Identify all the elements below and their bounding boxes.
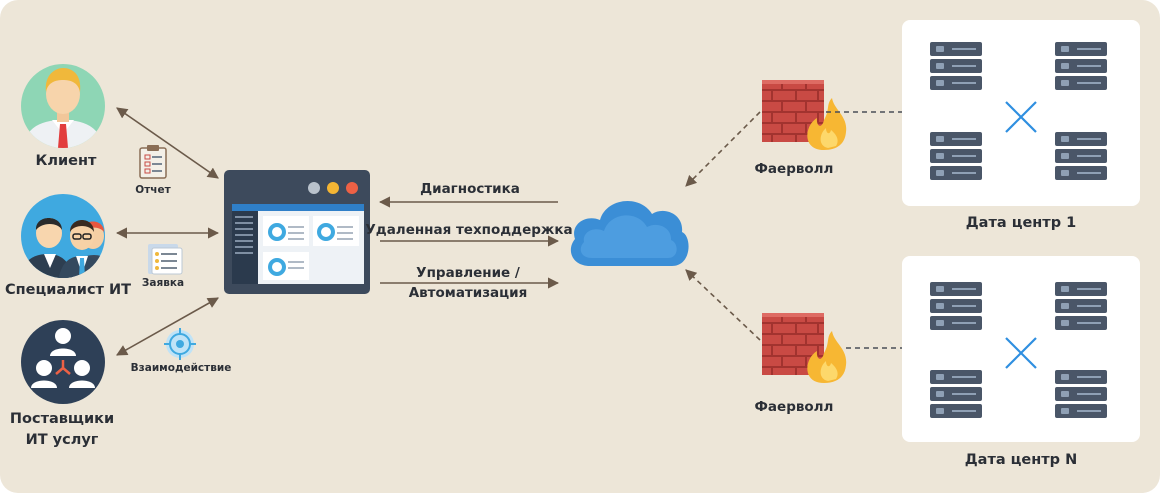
firewall-1-label: Фаерволл <box>754 161 834 177</box>
interconnect-x-icon <box>1005 101 1037 133</box>
arrow-client-console <box>116 107 219 179</box>
management-label-line1: Управление / <box>416 265 520 281</box>
datacenter-1-label: Дата центр 1 <box>965 215 1077 231</box>
datacenter-n-label: Дата центр N <box>964 452 1078 468</box>
cloud-icon <box>570 201 689 266</box>
dashed-link-cloud-firewall-n <box>685 269 761 341</box>
server-rack-icon <box>930 42 982 90</box>
firewall-n-label: Фаерволл <box>754 399 834 415</box>
diagnostics-label: Диагностика <box>420 181 520 197</box>
it-providers-label-line2: ИТ услуг <box>25 432 99 448</box>
management-label-line2: Автоматизация <box>408 285 528 301</box>
server-rack-icon <box>1055 132 1107 180</box>
interaction-label: Взаимодействие <box>130 362 232 374</box>
report-clipboard-icon <box>139 145 167 179</box>
datacenter-1-panel <box>902 20 1140 206</box>
datacenter-n-panel <box>902 256 1140 442</box>
request-label: Заявка <box>141 277 185 289</box>
server-rack-icon <box>930 370 982 418</box>
server-rack-icon <box>930 282 982 330</box>
interconnect-x-icon <box>1005 337 1037 369</box>
client-label: Клиент <box>35 153 97 169</box>
remote-support-label: Удаленная техподдержка <box>365 222 573 238</box>
window-maximize-button <box>327 182 339 194</box>
server-rack-icon <box>1055 42 1107 90</box>
management-console-screen <box>224 170 370 294</box>
request-list-icon <box>148 244 183 275</box>
server-rack-icon <box>1055 370 1107 418</box>
report-label: Отчет <box>135 184 171 196</box>
window-close-button <box>346 182 358 194</box>
it-specialist-label: Специалист ИТ <box>4 282 132 298</box>
arrow-providers-console <box>116 297 219 356</box>
it-providers-label-line1: Поставщики <box>9 411 115 427</box>
it-providers-avatar-icon <box>21 320 105 404</box>
server-rack-icon <box>1055 282 1107 330</box>
server-rack-icon <box>930 132 982 180</box>
window-minimize-button <box>308 182 320 194</box>
